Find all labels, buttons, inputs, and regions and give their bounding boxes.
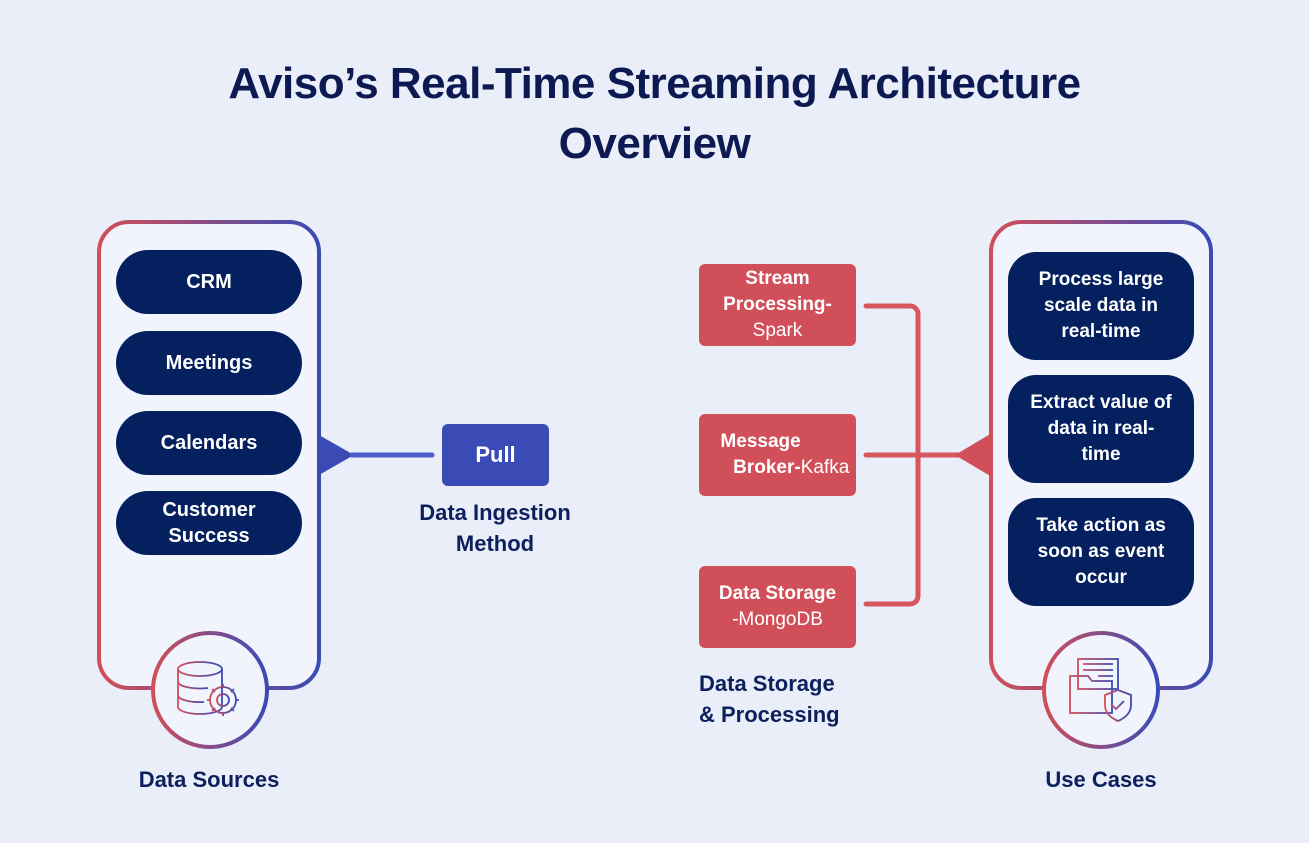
data-ingestion-label: Data Ingestion Method [385, 497, 605, 559]
title-line-1: Aviso’s Real-Time Streaming Architecture [228, 59, 1081, 108]
use-cases-arrow-head [955, 433, 992, 477]
folder-shield-check-icon [1069, 658, 1132, 722]
stream-processing-tech: Spark [752, 320, 803, 341]
database-gear-icon [177, 661, 239, 716]
data-source-crm: CRM [116, 250, 302, 314]
data-ingestion-label-line-2: Method [455, 531, 535, 556]
data-source-calendars: Calendars [116, 411, 302, 475]
storage-connectors [863, 303, 963, 607]
data-sources-arrow-head [319, 435, 354, 475]
data-storage-tech: -MongoDB [732, 609, 823, 630]
pull-method-box: Pull [442, 424, 549, 486]
data-sources-icon-circle [151, 631, 269, 749]
use-case-take-action: Take action as soon as event occur [1008, 498, 1194, 606]
stream-processing-spark-box: Stream Processing- Spark [699, 264, 856, 346]
title-line-2: Overview [558, 119, 751, 168]
data-storage-mongodb-box: Data Storage -MongoDB [699, 566, 856, 648]
data-ingestion-label-line-1: Data Ingestion [419, 500, 571, 525]
use-case-extract-value: Extract value of data in real-time [1008, 375, 1194, 483]
data-sources-label: Data Sources [138, 767, 280, 792]
use-case-process-large-scale: Process large scale data in real-time [1008, 252, 1194, 360]
message-broker-kafka-box: Message Broker-Kafka [699, 414, 856, 496]
page-title: Aviso’s Real-Time Streaming Architecture… [0, 54, 1309, 174]
message-broker-tech: Kafka [800, 457, 850, 478]
data-source-customer-success: Customer Success [116, 491, 302, 555]
stream-processing-title: Stream Processing- [723, 268, 832, 315]
use-cases-icon-circle [1042, 631, 1160, 749]
message-broker-title: Message Broker- [720, 431, 801, 478]
data-storage-title: Data Storage [718, 583, 837, 604]
data-storage-processing-label: Data Storage & Processing [699, 668, 840, 730]
storage-processing-label-line-2: & Processing [699, 702, 840, 727]
data-source-meetings: Meetings [116, 331, 302, 395]
storage-processing-label-line-1: Data Storage [699, 671, 835, 696]
use-cases-label: Use Cases [1045, 767, 1157, 792]
